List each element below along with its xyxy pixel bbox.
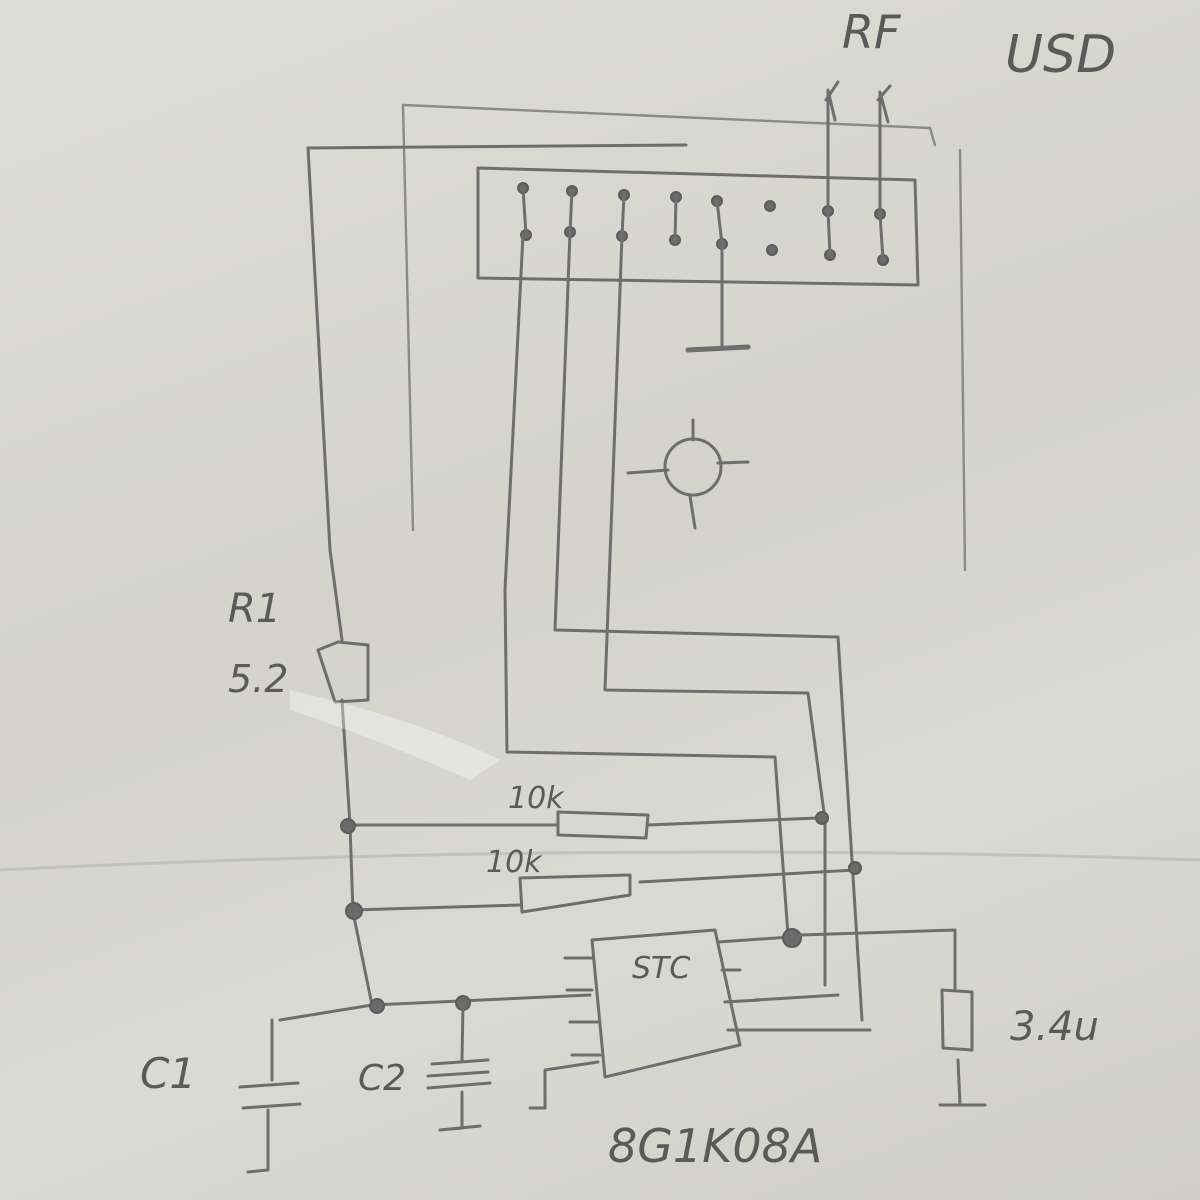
glare [290,690,500,780]
bottom-bus [278,993,600,1110]
label-c2: C2 [358,1058,406,1099]
label-r1-value: 5.2 [228,657,288,701]
label-crystal: 3.4u [1010,1004,1099,1050]
board-outline [401,103,967,572]
label-rf: RF [842,5,901,59]
label-usd: USD [1005,25,1116,85]
supply-rail [340,698,374,1007]
label-ic-part: 8G1K08A [608,1119,822,1173]
stc-ic [563,928,872,1079]
crystal [798,928,987,1107]
capacitor-c2 [426,1001,492,1132]
label-ic-name: STC [632,951,690,986]
module-outline [306,143,688,642]
resistor-10k-a [340,810,829,840]
paper-fold-crease [0,850,1200,872]
resistor-r1 [316,640,370,704]
header-connector [476,166,920,287]
resistor-10k-b [345,861,862,920]
connector-body [476,166,920,287]
signal-traces [503,230,864,1022]
mounting-hole [626,418,750,530]
rf-antenna [824,80,892,216]
label-c1: C1 [140,1049,196,1098]
label-resistor-b: 10k [486,845,543,880]
capacitor-c1 [238,1018,302,1174]
label-r1: R1 [228,586,281,632]
label-resistor-a: 10k [508,781,565,816]
ground-symbol [685,242,751,353]
connector-pins [517,182,889,266]
